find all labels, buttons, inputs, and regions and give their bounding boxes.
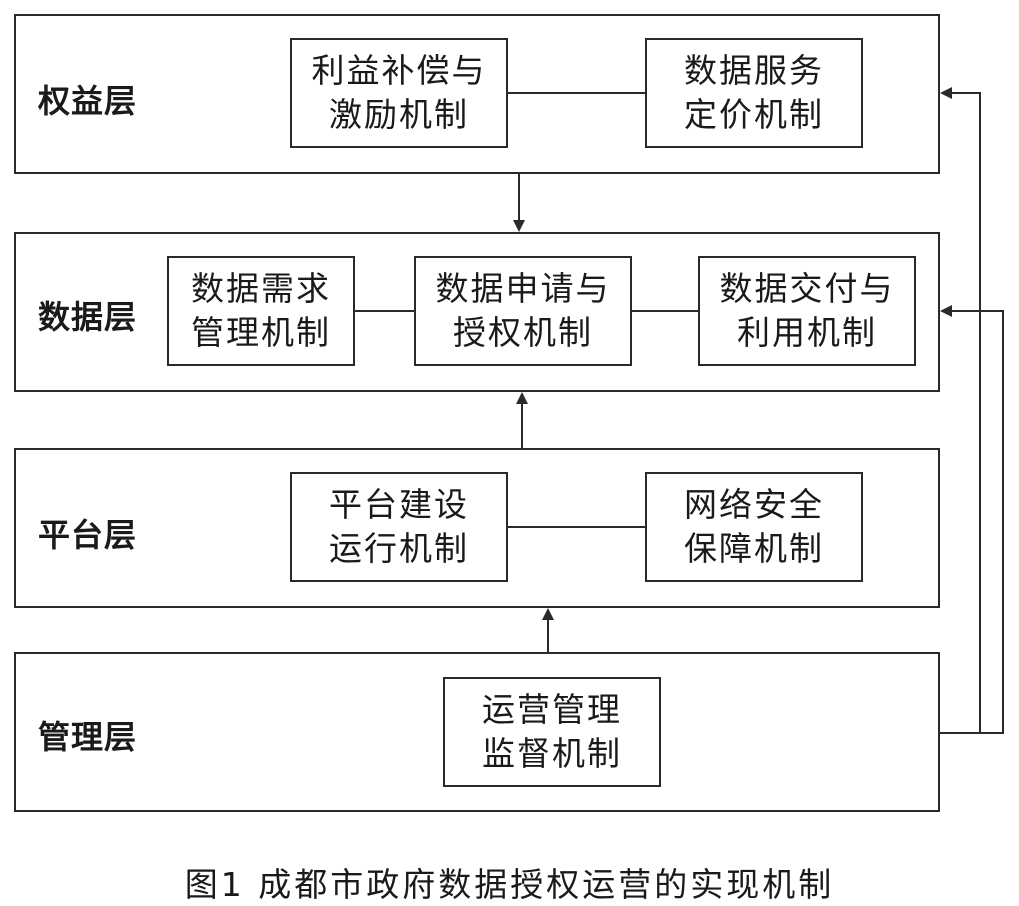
- arrow-management-to-rights: [940, 87, 981, 734]
- mechanism-line-1: 网络安全: [684, 485, 824, 524]
- mechanism-line-1: 数据需求: [191, 269, 331, 308]
- management-layer-label: 管理层: [38, 718, 138, 756]
- mechanism-line-2: 监督机制: [482, 734, 622, 773]
- figure-caption: 图1 成都市政府数据授权运营的实现机制: [184, 865, 835, 904]
- mechanism-line-2: 保障机制: [684, 529, 824, 568]
- data-delivery-utilization-mechanism: 数据交付与 利用机制: [698, 256, 916, 366]
- mechanism-line-1: 数据交付与: [719, 269, 895, 308]
- mechanism-line-2: 激励机制: [329, 95, 469, 134]
- mechanism-line-2: 授权机制: [453, 313, 593, 352]
- data-service-pricing-mechanism: 数据服务 定价机制: [645, 38, 863, 148]
- data-application-authorization-mechanism: 数据申请与 授权机制: [414, 256, 632, 366]
- platform-layer-label: 平台层: [38, 516, 138, 554]
- data-layer-label: 数据层: [38, 298, 138, 336]
- mechanism-line-2: 运行机制: [329, 529, 469, 568]
- mechanism-line-1: 数据申请与: [435, 269, 611, 308]
- mechanism-line-1: 数据服务: [684, 51, 824, 90]
- mechanism-line-1: 运营管理: [482, 690, 622, 729]
- platform-construction-operation-mechanism: 平台建设 运行机制: [290, 472, 508, 582]
- benefit-compensation-incentive-mechanism: 利益补偿与 激励机制: [290, 38, 508, 148]
- mechanism-line-1: 平台建设: [329, 485, 469, 524]
- arrow-management-to-data: [940, 305, 1004, 734]
- mechanism-line-2: 管理机制: [191, 313, 331, 352]
- data-demand-management-mechanism: 数据需求 管理机制: [167, 256, 355, 366]
- rights-layer-label: 权益层: [38, 82, 138, 120]
- mechanism-line-1: 利益补偿与: [311, 51, 487, 90]
- network-security-guarantee-mechanism: 网络安全 保障机制: [645, 472, 863, 582]
- operation-management-supervision-mechanism: 运营管理 监督机制: [443, 677, 661, 787]
- mechanism-line-2: 定价机制: [684, 95, 824, 134]
- mechanism-line-2: 利用机制: [737, 313, 877, 352]
